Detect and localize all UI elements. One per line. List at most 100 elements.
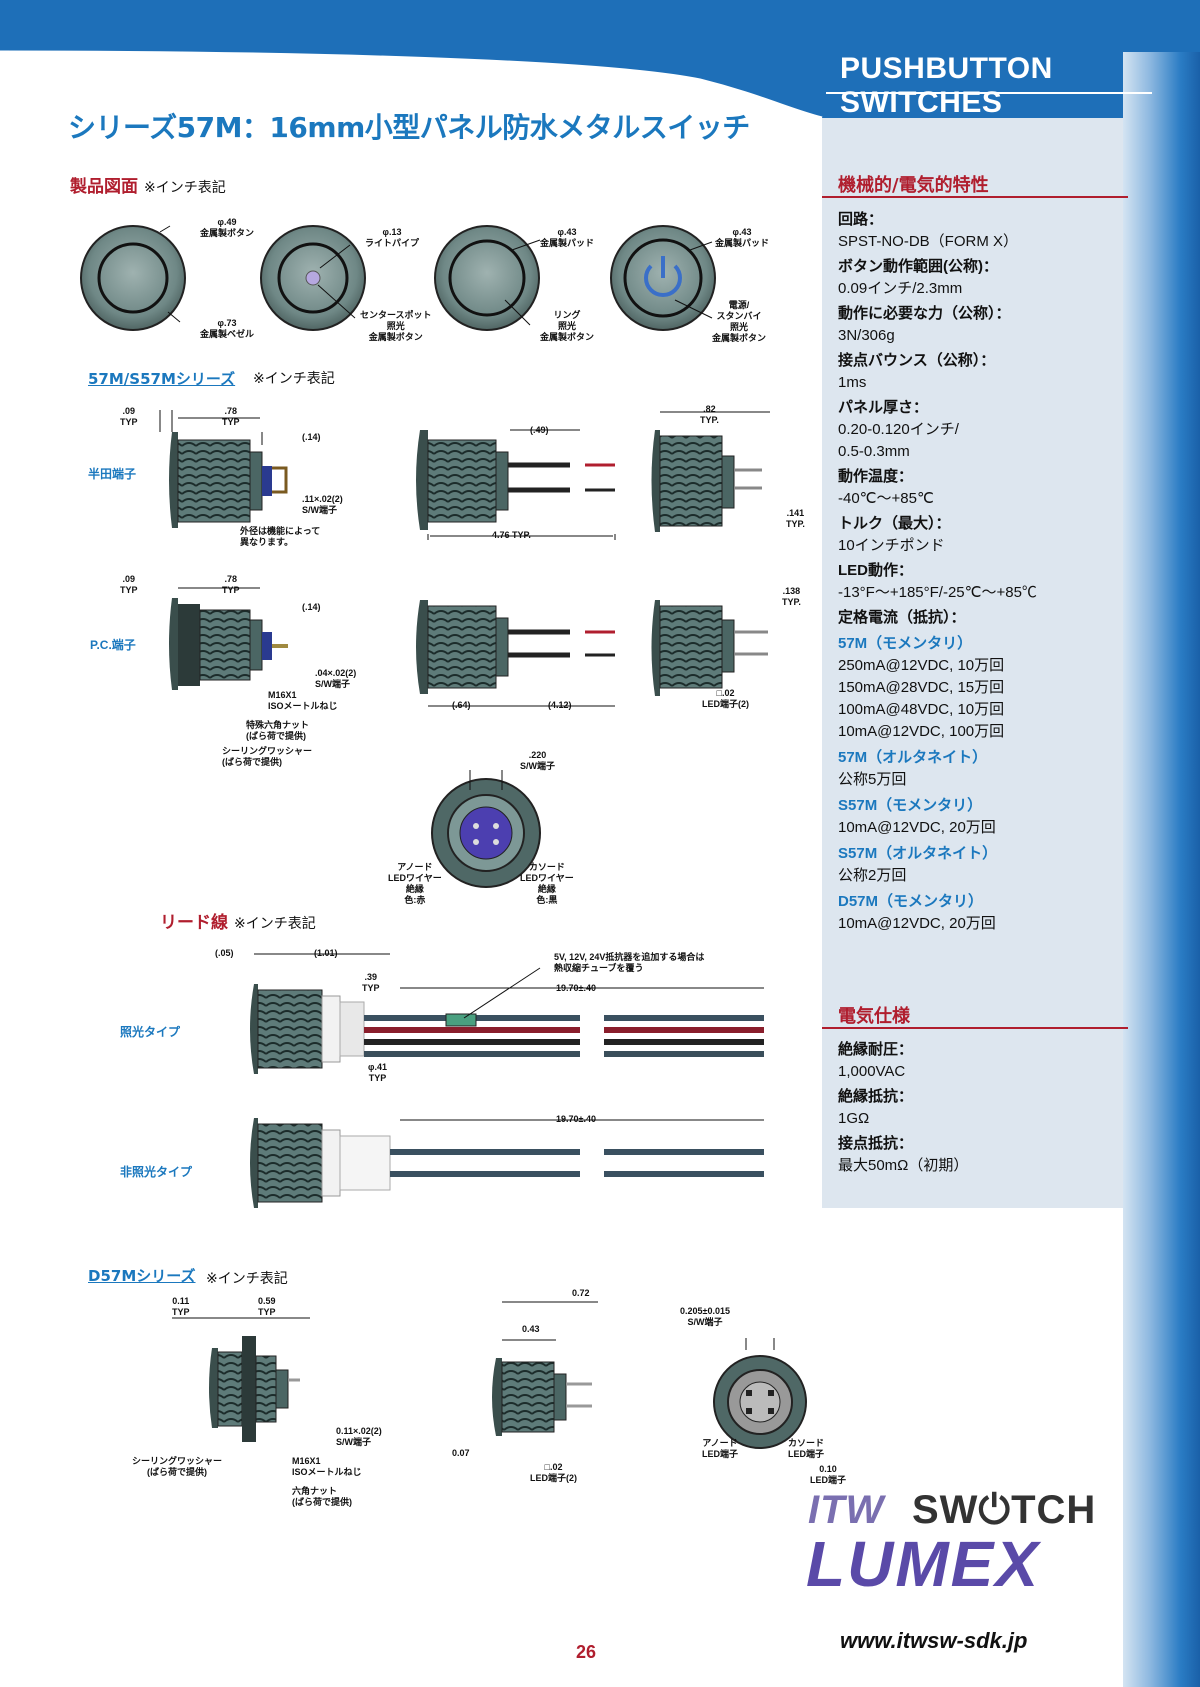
pv3-bottom-label: リング照光金属製ボタン [540, 310, 595, 342]
spec-item: 絶縁抵抗：1GΩ [838, 1086, 1118, 1130]
spec-key: LED動作： [838, 562, 914, 579]
section-d57m: D57Mシリーズ [88, 1265, 196, 1286]
spec-value: 0.09インチ/2.3mm [838, 280, 963, 297]
spec-item: 動作温度： -40℃〜+85℃ [838, 466, 1118, 510]
spec-value: -40℃〜+85℃ [838, 490, 934, 507]
spec-item: 動作に必要な力（公称）：3N/306g [838, 303, 1118, 347]
section-note: ※インチ表記 [206, 1271, 288, 1287]
spec-value: 1,000VAC [838, 1063, 906, 1080]
product-view-4 [610, 225, 716, 331]
pv4-bottom-label: 電源/スタンバイ照光金属製ボタン [712, 300, 767, 343]
rating-value: 公称5万回 [838, 771, 907, 788]
lumex-logo: LUMEX [806, 1528, 1040, 1600]
dim-label: (.14) [302, 432, 321, 442]
spec-value: 1GΩ [838, 1110, 870, 1127]
dim-label: .11×.02(2)S/W端子 [302, 494, 343, 515]
rating-group: D57M（モメンタリ） 10mA@12VDC, 20万回 [838, 891, 1118, 935]
rating-value: 10mA@12VDC, 20万回 [838, 819, 996, 836]
website-url[interactable]: www.itwsw-sdk.jp [840, 1628, 1028, 1653]
lit-type-label: 照光タイプ [120, 1025, 181, 1039]
spec-item: パネル厚さ： 0.20-0.120インチ/0.5-0.3mm [838, 397, 1118, 463]
lit-type-view [250, 953, 764, 1074]
pc-middle-view [416, 600, 615, 707]
spec-item: 回路：SPST-NO-DB（FORM X） [838, 209, 1118, 253]
spec-item: 定格電流（抵抗）： [838, 607, 1118, 629]
dim-label: (.14) [302, 602, 321, 612]
section-note: ※インチ表記 [234, 916, 316, 932]
section-lead-wire: リード線 ※インチ表記 [160, 908, 316, 933]
rating-title: S57M（モメンタリ） [838, 797, 983, 814]
dim-label: (.64) [452, 700, 471, 710]
note-label: 六角ナット(ばら荷で提供) [292, 1486, 352, 1507]
section-57m: 57M/S57Mシリーズ [88, 368, 235, 389]
dim-label: 4.76 TYP. [492, 530, 531, 540]
lead-wire-drawings [250, 953, 764, 1208]
spec-value: 10インチポンド [838, 537, 945, 554]
spec-item: LED動作：-13°F〜+185°F/-25℃〜+85℃ [838, 560, 1118, 604]
rating-value: 100mA@48VDC, 10万回 [838, 701, 1005, 718]
spec-key: 動作に必要な力（公称）： [838, 305, 1011, 322]
rating-value: 公称2万回 [838, 867, 907, 884]
solder-terminal-label: 半田端子 [88, 467, 137, 481]
section-note: ※インチ表記 [144, 180, 226, 196]
pc-right-view [651, 600, 768, 696]
spec-key: 接点バウンス（公称）： [838, 352, 996, 369]
section-title: 製品図面 [70, 177, 138, 197]
pv2-bottom-label: センタースポット照光金属製ボタン [360, 310, 432, 342]
dim-label: 0.43 [522, 1324, 540, 1334]
spec-key: 定格電流（抵抗）： [838, 609, 966, 626]
d57m-front-view [713, 1338, 807, 1449]
rating-group: 57M（モメンタリ） 250mA@12VDC, 10万回 150mA@28VDC… [838, 633, 1118, 743]
rating-value: 10mA@12VDC, 100万回 [838, 723, 1005, 740]
note-label: 特殊六角ナット(ばら荷で提供) [246, 720, 310, 741]
unlit-type-view [250, 1118, 764, 1208]
brand-title: PUSHBUTTON SWITCHES [840, 52, 1053, 119]
dim-label: (1.01) [314, 948, 338, 958]
spec-value: 0.5-0.3mm [838, 443, 910, 460]
note-label: シーリングワッシャー(ばら荷で提供) [132, 1456, 223, 1477]
spec-item: 接点抵抗：最大50mΩ（初期） [838, 1133, 1118, 1177]
dim-label: (.05) [215, 948, 234, 958]
dim-label: 0.07 [452, 1448, 470, 1458]
spec-value: 0.20-0.120インチ/ [838, 421, 959, 438]
section-title: 57M/S57Mシリーズ [88, 370, 236, 388]
solder-middle-view [416, 429, 616, 540]
spec-item: トルク（最大）： 10インチポンド [838, 513, 1118, 557]
section-title: リード線 [160, 913, 228, 933]
spec-key: パネル厚さ： [838, 399, 929, 416]
spec-list-mech: 回路：SPST-NO-DB（FORM X） ボタン動作範囲(公称)：0.09イン… [838, 206, 1118, 935]
spec-rule [822, 1027, 1128, 1029]
pc-side-view [169, 587, 288, 690]
d57m-middle-view [492, 1301, 598, 1436]
spec-key: トルク（最大）： [838, 515, 951, 532]
spec-key: 回路： [838, 211, 884, 228]
solder-side-view [159, 410, 288, 528]
dim-label: 0.72 [572, 1288, 590, 1298]
rating-group: 57M（オルタネイト） 公称5万回 [838, 747, 1118, 791]
header-curve [0, 0, 1123, 120]
rating-group: S57M（オルタネイト） 公称2万回 [838, 843, 1118, 887]
spec-key: 動作温度： [838, 468, 914, 485]
section-title: D57Mシリーズ [88, 1267, 196, 1285]
rating-title: S57M（オルタネイト） [838, 845, 998, 862]
spec-item: ボタン動作範囲(公称)：0.09インチ/2.3mm [838, 256, 1118, 300]
spec-key: 絶縁耐圧： [838, 1041, 914, 1058]
spec-key: 接点抵抗： [838, 1135, 914, 1152]
rating-group: S57M（モメンタリ） 10mA@12VDC, 20万回 [838, 795, 1118, 839]
spec-item: 接点バウンス（公称）：1ms [838, 350, 1118, 394]
